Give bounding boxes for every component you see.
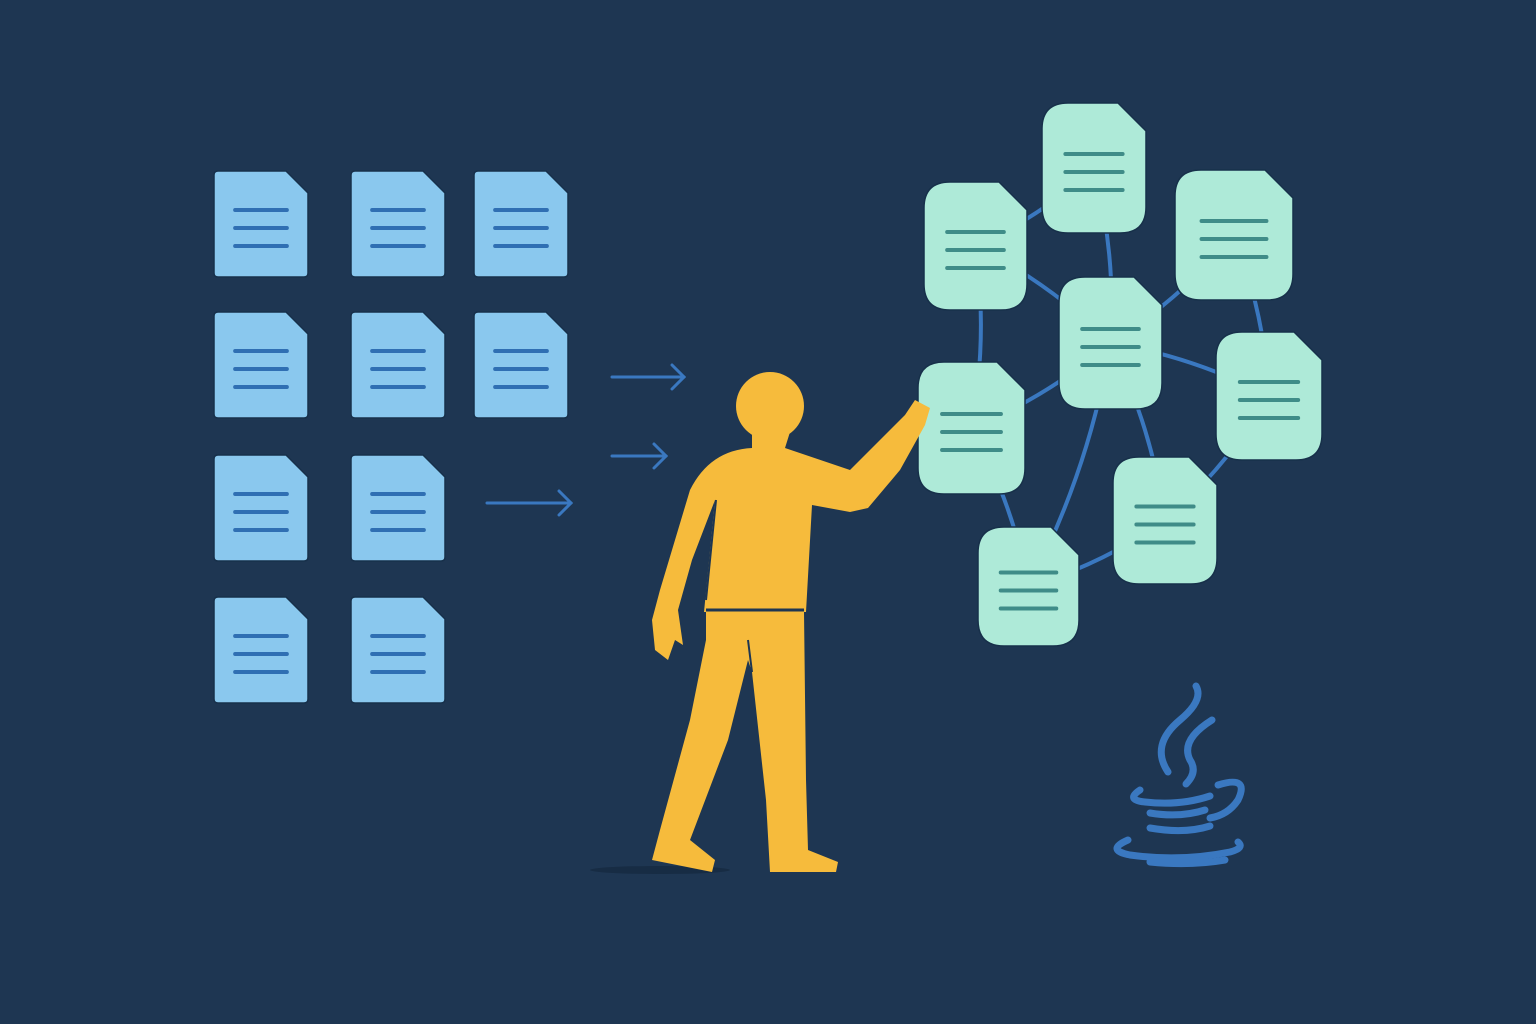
document-icon xyxy=(1041,102,1147,234)
document-icon xyxy=(923,181,1028,311)
document-icon xyxy=(1058,276,1163,410)
document-icon xyxy=(1215,331,1323,461)
java-coffee-cup-icon xyxy=(1113,682,1245,868)
document-icon xyxy=(350,170,446,278)
arrow-right-icon xyxy=(485,489,574,517)
document-icon xyxy=(350,596,446,704)
document-icon xyxy=(917,361,1026,495)
unsorted-documents-grid xyxy=(213,170,569,704)
arrow-right-icon xyxy=(610,442,669,470)
document-icon xyxy=(1112,456,1218,585)
document-icon xyxy=(1174,169,1294,301)
arrows xyxy=(485,363,687,517)
document-icon xyxy=(473,311,569,419)
document-icon xyxy=(977,526,1080,647)
document-icon xyxy=(213,454,309,562)
document-icon xyxy=(350,311,446,419)
document-icon xyxy=(213,170,309,278)
organized-documents-network xyxy=(917,102,1323,647)
document-icon xyxy=(213,596,309,704)
document-icon xyxy=(350,454,446,562)
arrow-right-icon xyxy=(610,363,687,391)
document-icon xyxy=(473,170,569,278)
document-icon xyxy=(213,311,309,419)
person-icon xyxy=(590,372,930,874)
